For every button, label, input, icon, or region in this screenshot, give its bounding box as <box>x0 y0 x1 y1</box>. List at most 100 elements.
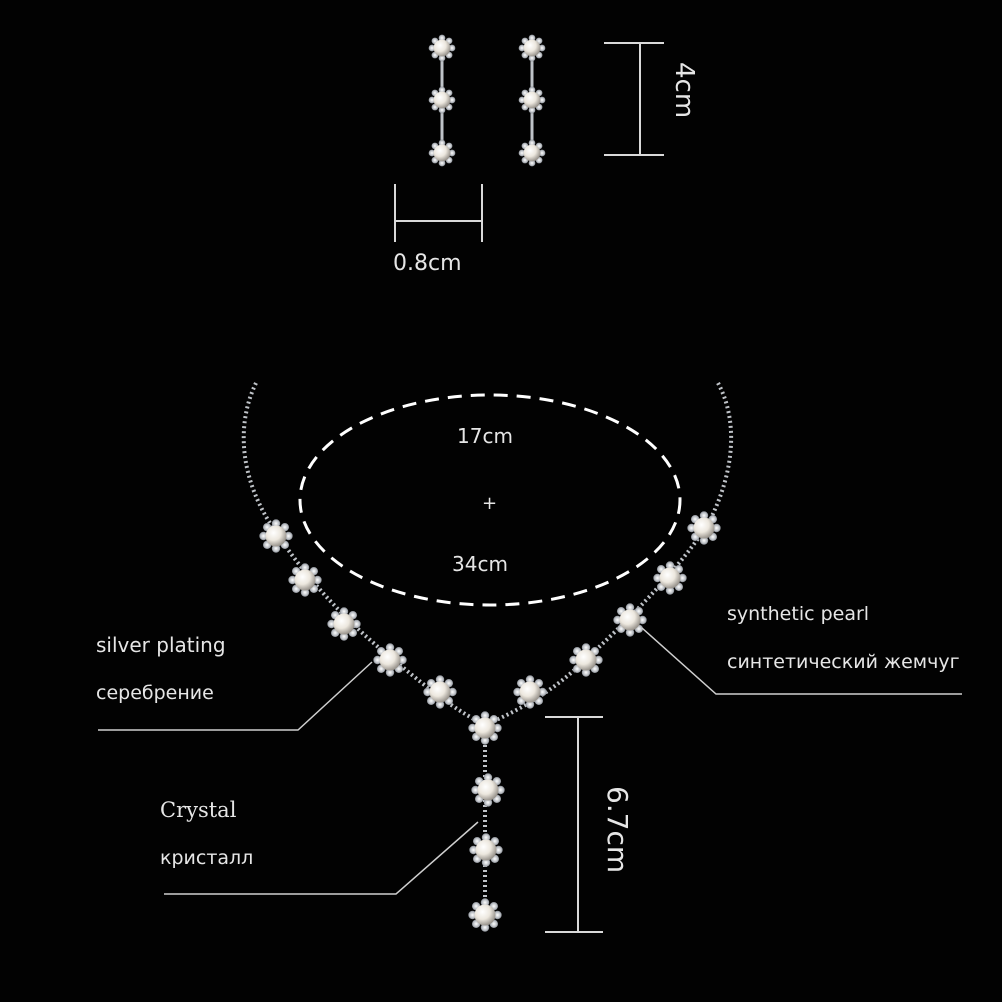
crystal <box>435 700 445 709</box>
pearl-station <box>423 675 457 709</box>
crystal <box>518 44 526 52</box>
pearl <box>575 649 597 671</box>
pearl <box>475 839 497 861</box>
crystal <box>435 675 445 684</box>
crystal-label-en: Crystal <box>160 798 237 822</box>
crystal <box>438 159 446 167</box>
crystal <box>653 573 662 583</box>
crystal <box>594 655 603 665</box>
crystal <box>538 149 546 157</box>
crystal <box>339 607 349 616</box>
crystal <box>528 54 536 62</box>
earring-right <box>518 34 546 167</box>
pearl-station <box>327 607 361 641</box>
silver-label-en: silver plating <box>96 633 226 657</box>
circumference-bottom-label: 34cm <box>452 552 508 576</box>
pearl-station <box>613 603 647 637</box>
crystal <box>496 785 505 795</box>
pearl <box>523 91 541 109</box>
crystal <box>448 44 456 52</box>
crystal <box>513 687 522 697</box>
crystal <box>525 700 535 709</box>
crystal-callout-line <box>164 821 479 895</box>
pearl <box>474 904 496 926</box>
crystal <box>638 615 647 625</box>
pearl <box>519 681 541 703</box>
earring-width-label: 0.8cm <box>393 251 462 276</box>
crystal <box>423 687 432 697</box>
crystal <box>493 723 502 733</box>
pearl-station <box>687 511 721 545</box>
crystal <box>352 619 361 629</box>
pearl <box>433 144 451 162</box>
crystal <box>481 833 491 842</box>
earring-stud <box>518 34 546 62</box>
chain-left <box>241 382 486 727</box>
crystal <box>483 798 493 807</box>
crystal <box>481 858 491 867</box>
crystal <box>699 536 709 545</box>
crystal <box>300 563 310 572</box>
silver-callout-line <box>98 661 373 731</box>
pearl <box>523 144 541 162</box>
earring-stud <box>428 34 456 62</box>
crystal <box>313 575 322 585</box>
pearl-station <box>469 833 503 867</box>
earring-bottom <box>518 139 546 167</box>
pearl-station <box>471 773 505 807</box>
crystal <box>518 96 526 104</box>
pearl <box>693 517 715 539</box>
crystal <box>259 531 268 541</box>
crystal <box>687 523 696 533</box>
crystal <box>288 575 297 585</box>
crystal-label-ru: кристалл <box>160 847 253 869</box>
crystal <box>448 96 456 104</box>
pearl-label-ru: синтетический жемчуг <box>727 651 960 673</box>
crystal <box>665 586 675 595</box>
earring-height-dimension <box>604 42 664 156</box>
pearl-station <box>569 643 603 677</box>
crystal <box>468 910 477 920</box>
crystal <box>438 106 446 114</box>
crystal <box>699 511 709 520</box>
crystal <box>271 544 281 553</box>
pearl <box>265 525 287 547</box>
pearl-label-en: synthetic pearl <box>727 603 869 625</box>
crystal <box>438 139 446 147</box>
earring-middle <box>518 86 546 114</box>
crystal <box>448 149 456 157</box>
crystal <box>569 655 578 665</box>
crystal <box>480 736 490 745</box>
pearl-station <box>653 561 687 595</box>
pearl <box>433 91 451 109</box>
crystal <box>398 655 407 665</box>
drop-length-dimension <box>545 716 603 933</box>
pearl <box>294 569 316 591</box>
silver-label-ru: серебрение <box>96 682 214 704</box>
earring-bottom <box>428 139 456 167</box>
crystal <box>712 523 721 533</box>
crystal <box>438 86 446 94</box>
crystal <box>518 149 526 157</box>
crystal <box>581 643 591 652</box>
crystal <box>625 628 635 637</box>
pearl-callout-line <box>641 627 962 695</box>
crystal <box>300 588 310 597</box>
pearl <box>474 717 496 739</box>
crystal <box>271 519 281 528</box>
plus-sign: + <box>482 493 497 514</box>
earring-middle <box>428 86 456 114</box>
pearl-station <box>288 563 322 597</box>
earring-height-label: 4cm <box>669 62 699 118</box>
crystal <box>428 149 436 157</box>
crystal <box>493 910 502 920</box>
necklace-pearls <box>259 511 721 932</box>
crystal <box>438 34 446 42</box>
crystal <box>483 773 493 782</box>
crystal <box>494 845 503 855</box>
crystal <box>528 106 536 114</box>
pearl <box>477 779 499 801</box>
crystal <box>438 54 446 62</box>
crystal <box>284 531 293 541</box>
